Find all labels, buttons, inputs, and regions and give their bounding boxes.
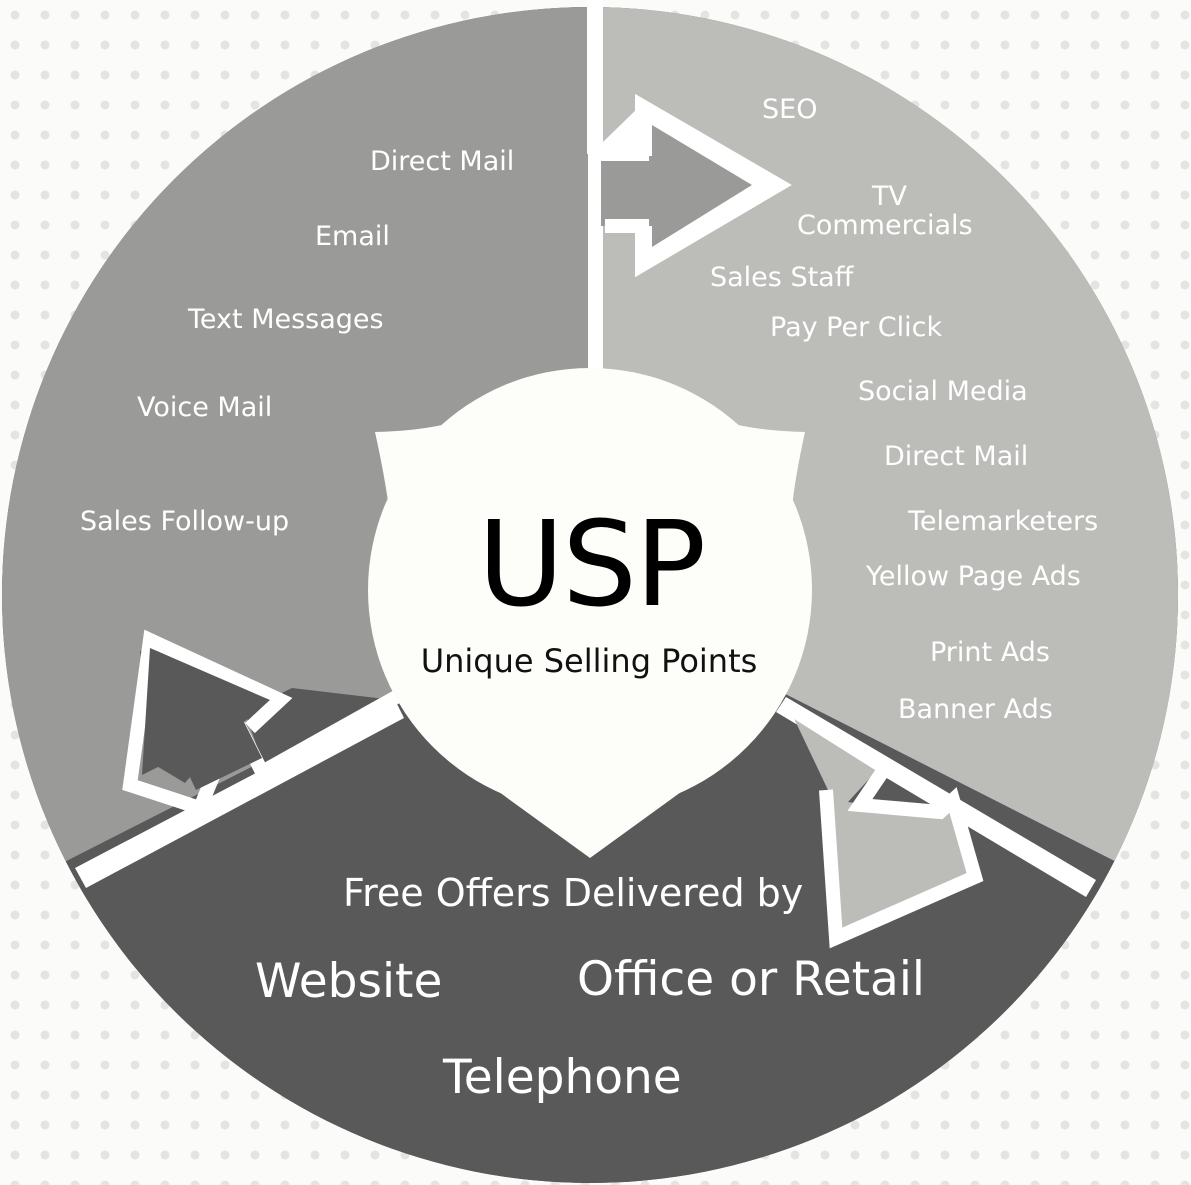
left-item-direct-mail: Direct Mail [370,146,514,177]
arrow-top-body [590,125,752,247]
right-item-sales-staff: Sales Staff [710,262,855,293]
arrow-top-outline [588,93,792,278]
right-item-social-media: Social Media [858,376,1028,407]
bottom-telephone: Telephone [442,1050,682,1105]
arrow-left-head [142,648,270,790]
right-item-seo: SEO [762,94,817,125]
right-item-print-ads: Print Ads [930,637,1050,668]
right-item-telemarketers: Telemarketers [907,506,1098,537]
usp-center-circle [368,368,812,812]
bottom-website: Website [255,954,442,1009]
arrow-right-outline [781,699,984,949]
right-item-yellow-page-ads: Yellow Page Ads [865,561,1081,592]
left-item-email: Email [315,221,390,252]
separator-left [75,700,404,888]
bottom-heading: Free Offers Delivered by [343,871,803,915]
right-item-banner-ads: Banner Ads [898,694,1053,725]
usp-title: USP [478,495,704,633]
right-item-commercials: Commercials [797,210,973,241]
arrow-left-outline [122,629,402,817]
right-item-direct-mail: Direct Mail [884,441,1028,472]
bottom-office-or-retail: Office or Retail [577,952,925,1007]
left-item-voice-mail: Voice Mail [137,392,272,423]
right-item-tv: TV [871,181,907,212]
usp-subtitle: Unique Selling Points [421,642,758,680]
right-item-pay-per-click: Pay Per Click [770,312,942,343]
left-item-text-messages: Text Messages [187,304,384,335]
left-item-sales-follow-up: Sales Follow-up [80,506,289,537]
